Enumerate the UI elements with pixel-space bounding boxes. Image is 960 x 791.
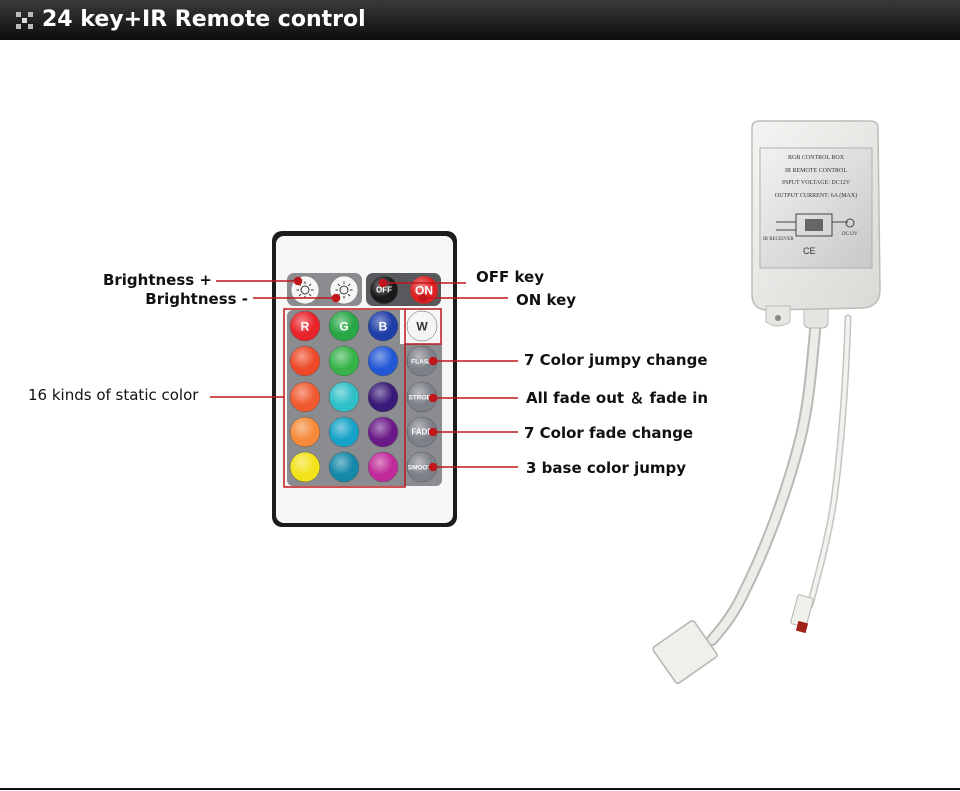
- button-label: G: [339, 320, 348, 334]
- header-bar: 24 key+IR Remote control: [0, 0, 960, 40]
- smooth-button[interactable]: SMOOTH: [406, 451, 438, 483]
- strobe-button[interactable]: STROBE: [406, 381, 438, 413]
- button-label: R: [301, 320, 310, 334]
- rgb-control-box: [652, 120, 881, 684]
- static-color-highlight: [283, 308, 406, 488]
- footer-divider: [0, 788, 960, 790]
- annotation-fade: 7 Color fade change: [524, 424, 694, 442]
- white-button[interactable]: W: [406, 310, 438, 342]
- annotation-static-color: 16 kinds of static color: [28, 386, 199, 404]
- green-button[interactable]: G: [328, 310, 360, 342]
- button-label: FLASH: [411, 359, 433, 366]
- color-button[interactable]: [328, 381, 360, 413]
- box-label-line: OUTPUT CURRENT: 6A (MAX): [774, 192, 858, 199]
- color-button[interactable]: [328, 451, 360, 483]
- color-button[interactable]: [367, 381, 399, 413]
- color-button[interactable]: [289, 345, 321, 377]
- annotation-off-key: OFF key: [476, 268, 544, 286]
- annotation-flash: 7 Color jumpy change: [524, 351, 708, 369]
- color-button[interactable]: [367, 345, 399, 377]
- box-label-line: INPUT VOLTAGE: DC12V: [781, 180, 851, 186]
- button-label: SMOOTH: [408, 465, 437, 472]
- annotation-strobe: All fade out ＆ fade in: [526, 389, 709, 407]
- flash-button[interactable]: FLASH: [406, 345, 438, 377]
- button-label: B: [379, 320, 388, 334]
- color-button[interactable]: [328, 416, 360, 448]
- dc12v-label: DC12V: [842, 232, 858, 237]
- box-label-text: RGB CONTROL BOX IR REMOTE CONTROL INPUT …: [760, 152, 872, 202]
- button-label: STROBE: [408, 395, 436, 402]
- red-button[interactable]: R: [289, 310, 321, 342]
- color-button[interactable]: [367, 451, 399, 483]
- box-label-line: IR REMOTE CONTROL: [785, 167, 847, 174]
- box-label-line: RGB CONTROL BOX: [787, 155, 845, 161]
- button-label: ON: [415, 284, 433, 298]
- color-button[interactable]: [367, 416, 399, 448]
- button-label: FADE: [411, 428, 433, 437]
- grid-icon: [16, 12, 33, 29]
- button-label: W: [416, 320, 428, 334]
- button-label: OFF: [376, 286, 392, 295]
- annotation-on-key: ON key: [516, 291, 577, 309]
- color-button[interactable]: [289, 416, 321, 448]
- ir-receiver-label: IR RECEIVER: [763, 237, 794, 242]
- fade-button[interactable]: FADE: [406, 416, 438, 448]
- page-title: 24 key+IR Remote control: [42, 7, 366, 32]
- annotation-lines: [210, 276, 518, 472]
- annotation-brightness-minus: Brightness -: [145, 290, 248, 308]
- color-button[interactable]: [289, 451, 321, 483]
- annotation-brightness-plus: Brightness +: [102, 271, 212, 289]
- color-button[interactable]: [289, 381, 321, 413]
- ce-mark: CE: [803, 246, 816, 256]
- color-button[interactable]: [328, 345, 360, 377]
- remote-control: [272, 231, 457, 527]
- annotation-smooth: 3 base color jumpy: [526, 459, 687, 477]
- blue-button[interactable]: B: [367, 310, 399, 342]
